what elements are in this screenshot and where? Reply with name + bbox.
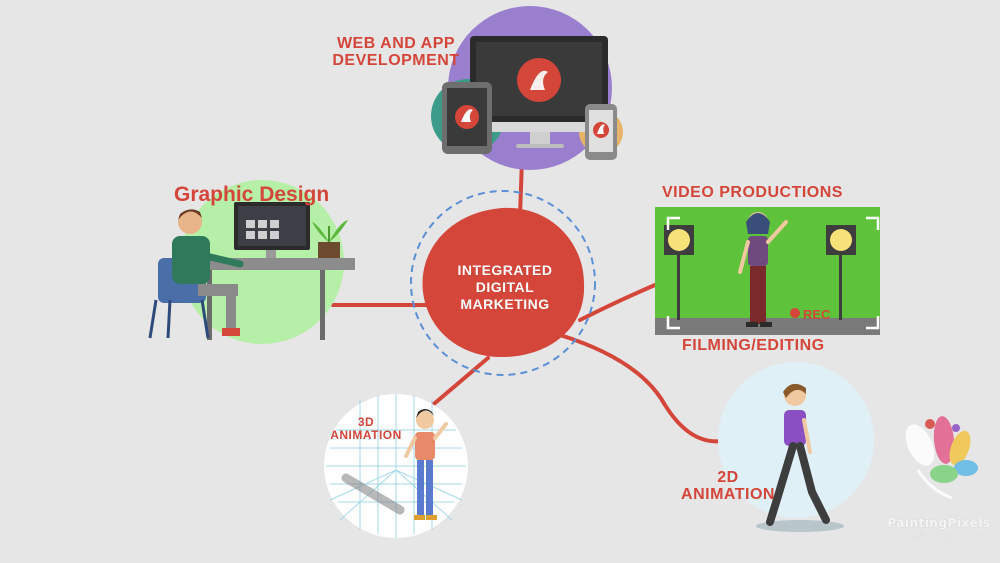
walking-figure bbox=[766, 383, 830, 526]
monitor-icon bbox=[470, 36, 608, 148]
studio-light-icon bbox=[826, 225, 856, 320]
graphic-design-label: Graphic Design bbox=[174, 183, 330, 206]
anim3d-label-line2: ANIMATION bbox=[330, 427, 402, 442]
hub-label-line3: MARKETING bbox=[460, 296, 550, 313]
brand-name: PaintingPixels bbox=[887, 516, 991, 530]
anim2d-label-line2: ANIMATION bbox=[681, 485, 775, 503]
tablet-icon bbox=[442, 82, 492, 154]
desk bbox=[205, 258, 355, 270]
animation-2d-label: 2D ANIMATION bbox=[678, 469, 778, 504]
hub-label-line2: DIGITAL bbox=[475, 279, 535, 296]
web-label-line2: DEVELOPMENT bbox=[332, 51, 460, 69]
animation-2d-node bbox=[718, 362, 874, 532]
web-app-development-label: WEB AND APP DEVELOPMENT bbox=[316, 35, 476, 70]
hub-blob bbox=[422, 207, 585, 358]
connector-video bbox=[578, 283, 657, 322]
dashed-ring bbox=[410, 190, 596, 376]
brand-tagline: A Wonder Design Studio bbox=[889, 532, 989, 541]
anim2d-label-line1: 2D bbox=[717, 469, 739, 486]
web-app-development-node bbox=[431, 6, 623, 170]
butterfly-logo-icon bbox=[905, 416, 978, 500]
hub-node bbox=[410, 190, 596, 376]
plant-icon bbox=[312, 220, 348, 258]
animation-3d-node bbox=[324, 394, 468, 538]
hub-label-line1: INTEGRATED bbox=[457, 262, 553, 278]
rec-label: REC bbox=[803, 307, 831, 322]
designer-figure bbox=[148, 209, 244, 339]
graphic-design-node bbox=[148, 180, 355, 344]
video-productions-label: VIDEO PRODUCTIONS bbox=[662, 184, 843, 201]
hub-label: INTEGRATED DIGITAL MARKETING bbox=[430, 262, 580, 313]
video-production-node bbox=[655, 207, 880, 335]
dancer-figure bbox=[404, 409, 448, 520]
connector-2d bbox=[558, 333, 724, 444]
filming-editing-label: FILMING/EDITING bbox=[682, 337, 825, 354]
anim3d-label-line1: 3D bbox=[357, 415, 375, 429]
phone-icon bbox=[585, 104, 617, 160]
rec-dot-icon bbox=[790, 308, 800, 318]
animation-3d-label: 3D ANIMATION bbox=[310, 416, 422, 441]
web-label-line1: WEB AND APP bbox=[336, 35, 456, 52]
monitor-icon bbox=[234, 202, 310, 258]
presenter-figure bbox=[738, 212, 788, 327]
